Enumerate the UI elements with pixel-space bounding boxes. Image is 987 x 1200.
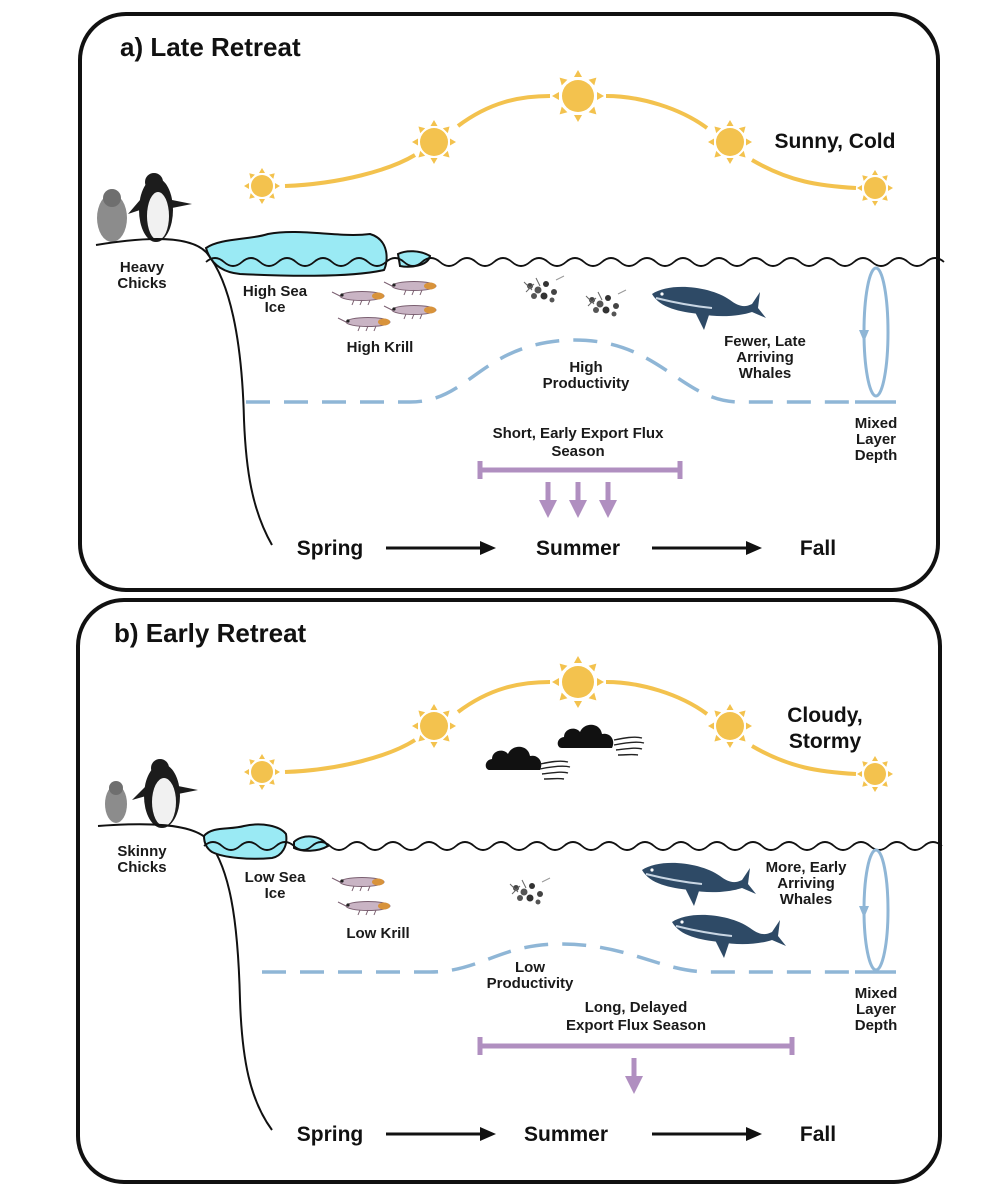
productivity-label: Low [515,959,545,976]
whales-label: Arriving [777,875,835,892]
mld-label: Mixed [855,985,898,1002]
penguin-icon [128,173,192,242]
shoreline [97,823,273,1131]
arrow-right-icon [480,541,496,555]
arrow-right-icon [746,541,762,555]
export-flux-arrow-icon [625,1058,643,1094]
arrow-right-icon [480,1127,496,1141]
whales-label: Fewer, Late [724,333,806,350]
sun-path [750,744,857,776]
krill-label: High Krill [347,339,414,356]
whales-label: Whales [739,365,792,382]
sun-path [605,680,709,716]
mld-label: Layer [856,431,896,448]
ice-label: High Sea [243,283,308,300]
sea-surface [205,257,945,267]
export-flux-arrow-icon [539,482,557,518]
panel-a: a) Late Retreat Sunny, Cold Heavy Chicks [78,12,945,592]
panel-b-frame [76,598,942,1184]
mld-label: Depth [855,447,898,464]
productivity-label: Productivity [487,975,574,992]
weather-label: Stormy [789,730,862,753]
mixing-arrow-icon [859,330,869,342]
chicks-label: Skinny [117,843,167,860]
ice-label: Ice [265,299,286,316]
sun-path [750,158,857,190]
chicks-label: Chicks [117,275,166,292]
chicks-label: Heavy [120,259,165,276]
export-flux-arrow-icon [569,482,587,518]
season-summer: Summer [524,1123,608,1146]
mld-label: Depth [855,1017,898,1034]
weather-label: Cloudy, [787,704,862,727]
penguin-chick-icon [97,189,127,242]
whales-label: Arriving [736,349,794,366]
arrow-right-icon [746,1127,762,1141]
mld-label: Layer [856,1001,896,1018]
sea-ice-icon [204,231,388,277]
productivity-label: Productivity [543,375,630,392]
season-summer: Summer [536,537,620,560]
sun-path [456,680,551,714]
season-fall: Fall [800,537,836,560]
panel-b: b) Early Retreat Cloudy, Stormy [76,598,943,1184]
panel-b-title: b) Early Retreat [114,618,307,648]
mixed-layer-line [246,338,855,404]
mixing-arrow-icon [859,906,869,918]
sun-path [284,738,417,774]
sea-surface [203,841,943,851]
penguin-chick-icon [105,781,127,823]
flux-label: Long, Delayed [585,999,688,1016]
mld-label: Mixed [855,415,898,432]
mixed-layer-line [262,942,855,974]
season-spring: Spring [297,537,364,560]
ice-label: Low Sea [245,869,307,886]
shoreline [95,237,273,546]
flux-label: Short, Early Export Flux [493,425,665,442]
flux-label: Season [551,443,604,460]
panel-a-frame [78,12,940,592]
weather-label: Sunny, Cold [775,130,896,153]
sun-path [605,94,709,130]
sun-path [284,153,417,188]
export-flux-arrow-icon [599,482,617,518]
chicks-label: Chicks [117,859,166,876]
season-spring: Spring [297,1123,364,1146]
flux-label: Export Flux Season [566,1017,706,1034]
ice-label: Ice [265,885,286,902]
productivity-label: High [569,359,602,376]
sun-path [456,94,551,128]
penguin-icon [132,759,198,828]
whales-label: More, Early [766,859,848,876]
panel-a-title: a) Late Retreat [120,32,301,62]
whales-label: Whales [780,891,833,908]
season-fall: Fall [800,1123,836,1146]
krill-label: Low Krill [346,925,409,942]
